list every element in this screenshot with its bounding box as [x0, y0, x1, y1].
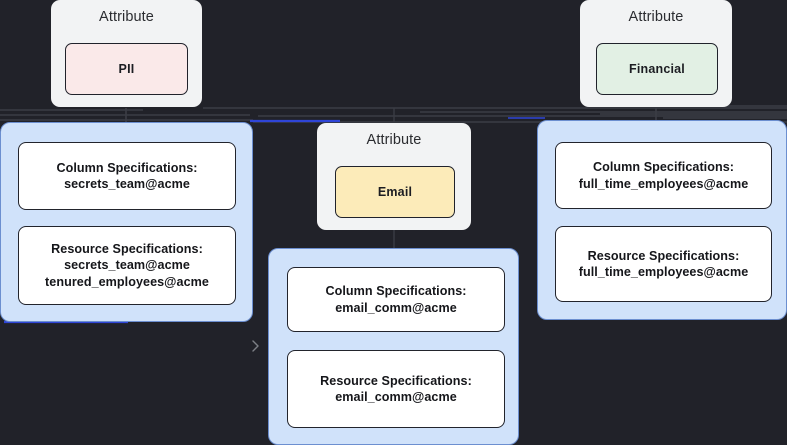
attribute-card-title: Attribute — [99, 9, 154, 25]
attribute-badge-financial[interactable]: Financial — [596, 43, 718, 95]
spec-item: secrets_team@acme — [64, 177, 190, 191]
spec-title: Resource Specifications: — [320, 373, 472, 388]
column-specifications-box-right[interactable]: Column Specifications: full_time_employe… — [555, 142, 772, 209]
group-container-center[interactable]: Column Specifications: email_comm@acme R… — [268, 248, 519, 445]
attribute-card-email[interactable]: Attribute Email — [317, 123, 471, 230]
spec-title: Column Specifications: — [325, 284, 467, 298]
attribute-card-title: Attribute — [628, 9, 684, 25]
column-specifications-box-center[interactable]: Column Specifications: email_comm@acme — [287, 267, 505, 332]
spec-item: email_comm@acme — [335, 390, 457, 404]
attribute-card-financial[interactable]: Attribute Financial — [580, 0, 732, 107]
attribute-card-pii[interactable]: Attribute PII — [51, 0, 202, 107]
spec-item: tenured_employees@acme — [45, 274, 209, 289]
resource-specifications-box-left[interactable]: Resource Specifications: secrets_team@ac… — [18, 226, 236, 305]
resource-specifications-box-center[interactable]: Resource Specifications: email_comm@acme — [287, 350, 505, 428]
spec-item: full_time_employees@acme — [578, 176, 749, 191]
spec-title: Column Specifications: — [56, 160, 198, 175]
attribute-card-title: Attribute — [366, 132, 422, 148]
spec-item: secrets_team@acme — [64, 258, 190, 273]
spec-title: Resource Specifications: — [587, 248, 740, 263]
group-container-left[interactable]: Column Specifications: secrets_team@acme… — [0, 122, 253, 322]
spec-title: Resource Specifications: — [51, 241, 203, 256]
attribute-badge-pii[interactable]: PII — [65, 43, 188, 95]
spec-item: email_comm@acme — [335, 300, 457, 315]
column-specifications-box-left[interactable]: Column Specifications: secrets_team@acme — [18, 142, 236, 210]
spec-item: full_time_employees@acme — [578, 265, 749, 279]
spec-title: Column Specifications: — [592, 160, 735, 174]
resource-specifications-box-right[interactable]: Resource Specifications: full_time_emplo… — [555, 226, 772, 302]
group-container-right[interactable]: Column Specifications: full_time_employe… — [537, 120, 787, 320]
attribute-badge-email[interactable]: Email — [335, 166, 455, 218]
